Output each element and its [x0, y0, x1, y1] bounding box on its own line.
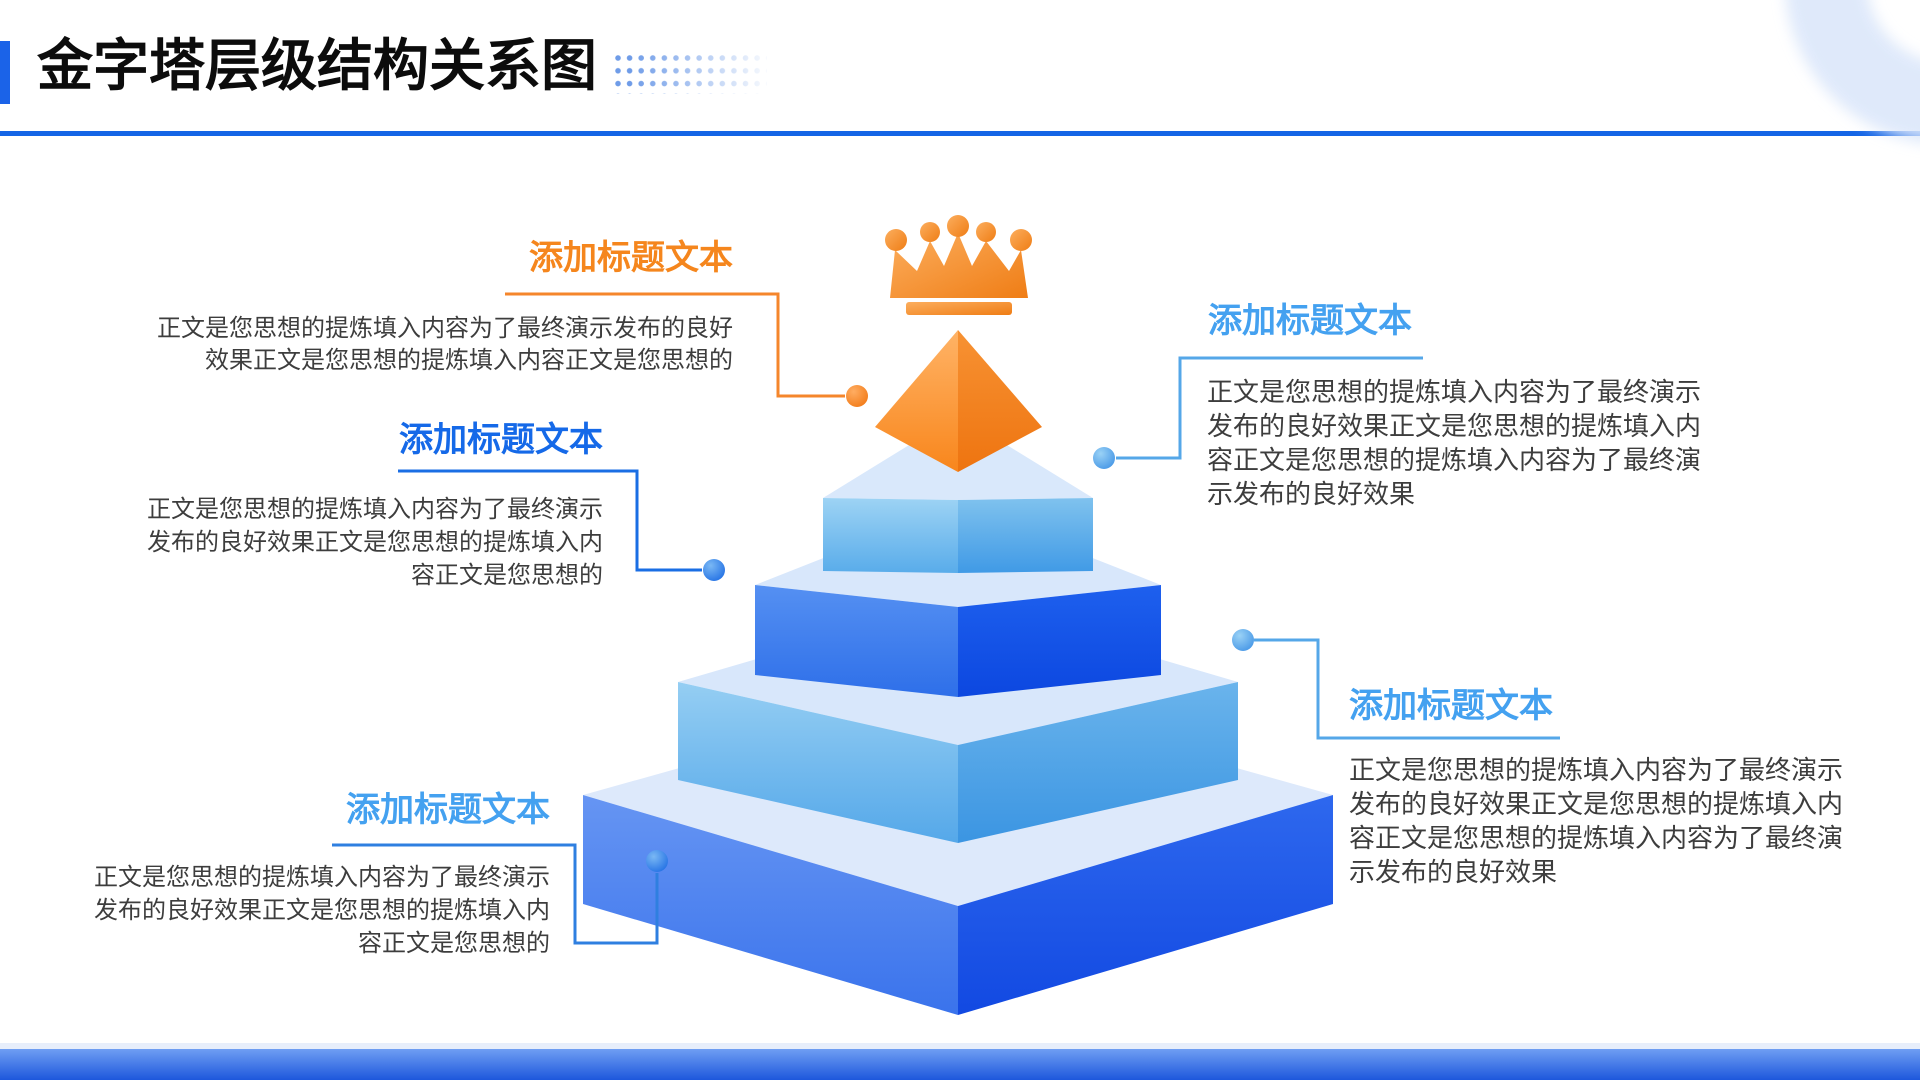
callout-mid-left-title: 添加标题文本 [399, 421, 603, 459]
body-line: 发布的良好效果正文是您思想的提炼填入内 [147, 529, 603, 556]
connector-top-right [1116, 356, 1423, 460]
crown-icon [885, 215, 1032, 315]
connector-bottom-left [332, 843, 659, 945]
body-line: 正文是您思想的提炼填入内容为了最终演示发布的良好 [157, 315, 733, 342]
body-line: 正文是您思想的提炼填入内容为了最终演示 [94, 864, 550, 891]
footer-bar [0, 1049, 1920, 1080]
callout-bottom-left-body: 正文是您思想的提炼填入内容为了最终演示 发布的良好效果正文是您思想的提炼填入内 … [88, 861, 550, 960]
anchor-dot-bottom-left [646, 850, 668, 872]
title-accent-bar [0, 41, 10, 104]
dots-decoration [615, 55, 767, 94]
callout-top-left-title: 添加标题文本 [529, 239, 733, 277]
connector-mid-left [398, 469, 702, 572]
footer-strip [0, 1043, 1920, 1049]
pyramid-tier-1 [875, 330, 1042, 472]
callout-mid-left-body: 正文是您思想的提炼填入内容为了最终演示 发布的良好效果正文是您思想的提炼填入内 … [140, 493, 603, 592]
body-line: 容正文是您思想的 [411, 562, 603, 589]
connector-top-left [505, 292, 845, 398]
body-line: 发布的良好效果正文是您思想的提炼填入内 [1349, 789, 1844, 819]
body-line: 发布的良好效果正文是您思想的提炼填入内 [94, 897, 550, 924]
anchor-dot-top-right [1093, 447, 1115, 469]
corner-ring-decoration [1786, 0, 1920, 143]
body-line: 容正文是您思想的 [358, 930, 550, 957]
callout-top-right-body: 正文是您思想的提炼填入内容为了最终演示 发布的良好效果正文是您思想的提炼填入内 … [1207, 375, 1767, 511]
callout-bottom-left-title: 添加标题文本 [346, 791, 550, 829]
anchor-dot-bottom-right [1232, 629, 1254, 651]
body-line: 容正文是您思想的提炼填入内容为了最终演 [1207, 445, 1702, 475]
body-line: 正文是您思想的提炼填入内容为了最终演示 [1349, 755, 1844, 785]
body-line: 效果正文是您思想的提炼填入内容正文是您思想的 [205, 347, 733, 374]
connector-bottom-right [1254, 638, 1560, 740]
callout-top-left-body: 正文是您思想的提炼填入内容为了最终演示发布的良好 效果正文是您思想的提炼填入内容… [150, 313, 733, 377]
body-line: 示发布的良好效果 [1349, 857, 1558, 887]
body-line: 容正文是您思想的提炼填入内容为了最终演 [1349, 823, 1844, 853]
page-title: 金字塔层级结构关系图 [37, 34, 597, 97]
body-line: 正文是您思想的提炼填入内容为了最终演示 [147, 496, 603, 523]
anchor-dot-mid-left [703, 559, 725, 581]
callout-bottom-right-title: 添加标题文本 [1349, 687, 1553, 725]
header-divider [0, 131, 1920, 136]
anchor-dot-top-left [846, 385, 868, 407]
callout-bottom-right-body: 正文是您思想的提炼填入内容为了最终演示 发布的良好效果正文是您思想的提炼填入内 … [1349, 753, 1909, 889]
body-line: 发布的良好效果正文是您思想的提炼填入内 [1207, 411, 1702, 441]
body-line: 示发布的良好效果 [1207, 479, 1416, 509]
callout-top-right-title: 添加标题文本 [1208, 302, 1412, 340]
body-line: 正文是您思想的提炼填入内容为了最终演示 [1207, 377, 1702, 407]
